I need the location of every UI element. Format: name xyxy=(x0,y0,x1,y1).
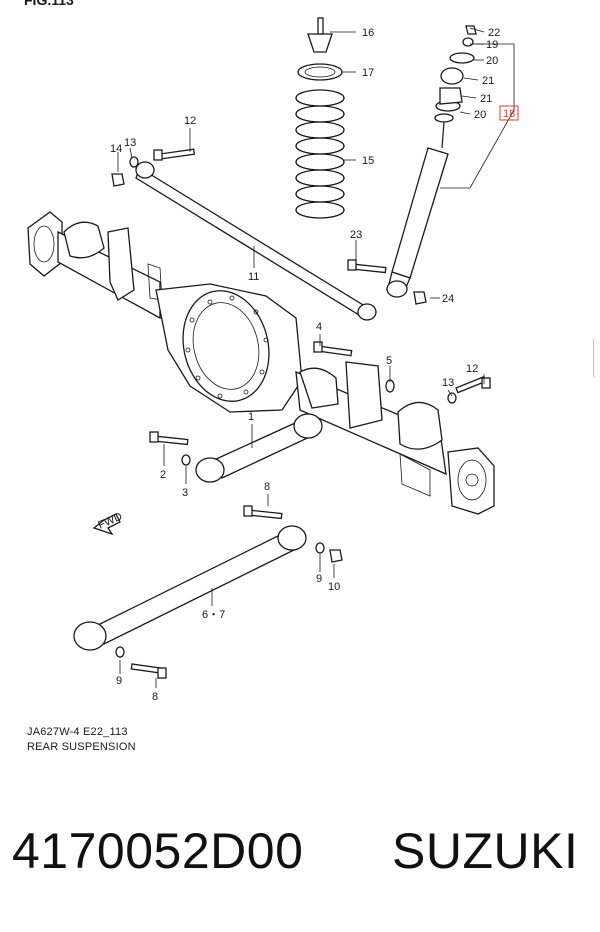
rear-suspension-diagram: FWD xyxy=(27,17,519,703)
callout-13b: 13 xyxy=(442,377,454,389)
callout-14: 14 xyxy=(110,143,122,155)
callout-13a: 13 xyxy=(124,137,136,149)
figure-number-fragment: FIG.113 xyxy=(24,0,74,8)
upper-trailing-arm xyxy=(195,413,323,483)
part-number: 4170052D00 xyxy=(12,823,304,879)
coil-spring xyxy=(295,17,345,219)
callout-3: 3 xyxy=(182,487,188,499)
callout-18: 18 xyxy=(503,108,515,120)
svg-text:FWD: FWD xyxy=(96,511,124,532)
diagram-panel: FIG.113 xyxy=(24,0,600,753)
figure-title: REAR SUSPENSION xyxy=(27,741,136,753)
footer-row xyxy=(0,800,600,910)
callout-10: 10 xyxy=(328,581,340,593)
callout-9a: 9 xyxy=(316,573,322,585)
callout-4: 4 xyxy=(316,321,322,333)
callout-24: 24 xyxy=(442,293,454,305)
lateral-rod xyxy=(135,161,377,321)
callout-8b: 8 xyxy=(152,691,158,703)
callout-2: 2 xyxy=(160,469,166,481)
callout-12b: 12 xyxy=(466,363,478,375)
shock-absorber xyxy=(386,25,477,298)
callout-8a: 8 xyxy=(264,481,270,493)
callout-22: 22 xyxy=(488,27,500,39)
callout-19: 19 xyxy=(486,39,498,51)
figure-code: JA627W-4 E22_113 xyxy=(27,726,128,738)
callout-1: 1 xyxy=(248,411,254,423)
fasteners xyxy=(111,148,491,679)
callout-5: 5 xyxy=(386,355,392,367)
callout-20b: 20 xyxy=(474,109,486,121)
callout-labels: 16 17 15 22 19 20 21 21 20 18 12 13 14 1… xyxy=(110,27,519,703)
callout-12a: 12 xyxy=(184,115,196,127)
lower-trailing-arm xyxy=(73,525,307,651)
side-scroll-handle[interactable] xyxy=(593,338,600,378)
callout-20a: 20 xyxy=(486,55,498,67)
callout-16: 16 xyxy=(362,27,374,39)
rear-axle-housing xyxy=(27,211,495,515)
callout-21b: 21 xyxy=(480,93,492,105)
callout-18-box xyxy=(499,105,519,121)
callout-11: 11 xyxy=(248,271,259,283)
callout-6-7: 6・7 xyxy=(202,609,225,621)
callout-17: 17 xyxy=(362,67,374,79)
callout-21a: 21 xyxy=(482,75,494,87)
brand-name: SUZUKI xyxy=(392,823,579,879)
callout-15: 15 xyxy=(362,155,374,167)
callout-23: 23 xyxy=(350,229,362,241)
leader-lines xyxy=(117,27,515,688)
callout-9b: 9 xyxy=(116,675,122,687)
forward-arrow-icon: FWD xyxy=(92,511,124,536)
